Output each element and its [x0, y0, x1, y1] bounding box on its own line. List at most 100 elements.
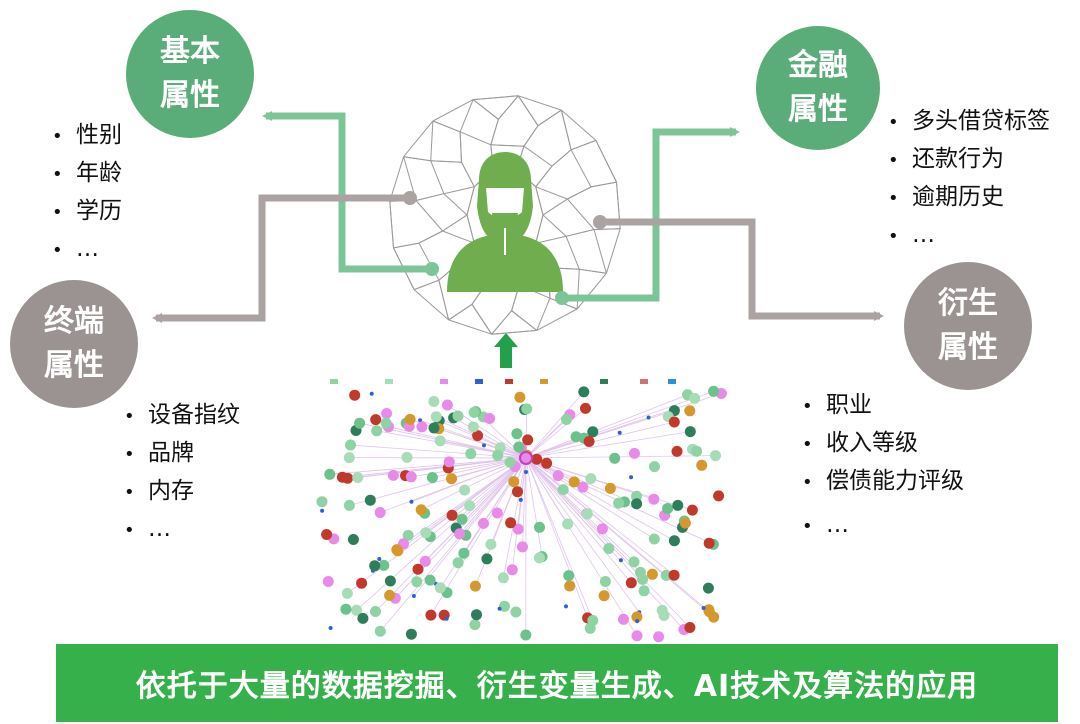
network-node — [481, 553, 493, 565]
mesh-line — [491, 310, 512, 335]
finance-circle-line2: 属性 — [788, 92, 848, 127]
network-node — [465, 448, 477, 460]
terminal-attribute-circle: 终端 属性 — [10, 280, 138, 408]
network-node — [411, 576, 423, 588]
network-edge — [525, 457, 655, 540]
network-edge — [525, 408, 586, 459]
network-node — [341, 587, 353, 599]
mesh-line — [567, 198, 595, 230]
network-node — [631, 630, 643, 642]
mesh-line — [430, 160, 445, 194]
derived-circle-line2: 属性 — [938, 330, 998, 365]
network-node — [320, 508, 325, 513]
network-node — [646, 568, 658, 580]
network-node — [518, 497, 523, 502]
network-node — [411, 594, 416, 598]
mesh-line — [535, 235, 567, 244]
network-node — [708, 611, 720, 623]
mesh-line — [430, 120, 434, 161]
network-node — [471, 609, 482, 621]
network-node — [401, 451, 413, 463]
network-node — [412, 563, 424, 575]
terminal-attribute-list: 设备指纹 品牌 内存 … — [124, 396, 240, 548]
network-node — [581, 508, 593, 520]
network-node — [658, 610, 670, 621]
network-node — [505, 517, 517, 529]
network-node — [478, 517, 489, 529]
network-edge — [430, 457, 527, 537]
list-item: 内存 — [124, 472, 240, 510]
network-node — [618, 613, 629, 625]
network-edge — [525, 419, 567, 459]
network-edge — [425, 457, 527, 534]
network-edge — [525, 457, 632, 584]
network-node — [522, 434, 534, 446]
network-node — [671, 445, 683, 457]
network-node — [454, 528, 466, 540]
network-node — [533, 552, 545, 564]
network-node — [564, 580, 576, 592]
network-node — [434, 582, 446, 594]
network-node — [384, 589, 396, 601]
network-node — [568, 476, 580, 488]
network-node — [464, 500, 476, 512]
network-edge — [525, 457, 543, 557]
network-edge — [525, 457, 691, 628]
network-edge — [388, 426, 527, 459]
network-node — [497, 606, 502, 611]
network-node — [446, 509, 458, 521]
mesh-line — [517, 95, 539, 126]
network-node — [352, 472, 364, 483]
mesh-line — [459, 131, 491, 146]
mesh-line — [442, 230, 475, 244]
network-node — [469, 619, 481, 631]
network-node — [617, 430, 622, 435]
list-item: 年龄 — [52, 154, 122, 192]
network-edge — [525, 457, 635, 563]
network-node — [428, 396, 440, 407]
network-node — [443, 456, 455, 468]
network-node — [357, 612, 369, 624]
network-node — [371, 425, 383, 437]
mesh-line — [511, 310, 538, 331]
network-node — [452, 557, 464, 569]
network-graph — [306, 378, 730, 643]
list-item: 收入等级 — [802, 424, 964, 462]
network-node — [497, 572, 509, 584]
network-node — [596, 523, 608, 535]
network-node — [419, 555, 431, 567]
connector-derived — [593, 215, 884, 321]
mesh-line — [536, 308, 578, 331]
mesh-line — [432, 99, 474, 122]
terminal-circle-line1: 终端 — [44, 304, 104, 339]
mesh-line — [576, 272, 607, 310]
network-node — [377, 557, 382, 561]
mesh-line — [498, 95, 519, 120]
network-node — [499, 600, 510, 612]
network-edge — [525, 457, 685, 630]
network-node — [702, 582, 714, 594]
network-node — [562, 518, 574, 530]
network-node — [708, 385, 720, 397]
network-node — [430, 411, 442, 423]
network-node — [570, 431, 582, 443]
user-face-icon — [389, 95, 621, 335]
derived-attribute-list: 职业 收入等级 偿债能力评级 … — [802, 386, 964, 544]
mesh-line — [490, 144, 524, 147]
mesh-line — [459, 131, 462, 163]
network-node — [472, 430, 484, 442]
connector-terminal — [152, 191, 417, 323]
network-node — [492, 450, 504, 461]
mesh-line — [579, 268, 607, 274]
mesh-line — [448, 303, 473, 321]
mesh-line — [535, 186, 544, 216]
network-edge — [525, 457, 640, 613]
network-node — [384, 575, 396, 587]
network-node — [321, 529, 333, 540]
mesh-line — [448, 319, 492, 335]
network-node — [628, 556, 640, 568]
network-node — [534, 521, 545, 533]
mesh-line — [537, 109, 562, 127]
mesh-line — [443, 193, 468, 216]
